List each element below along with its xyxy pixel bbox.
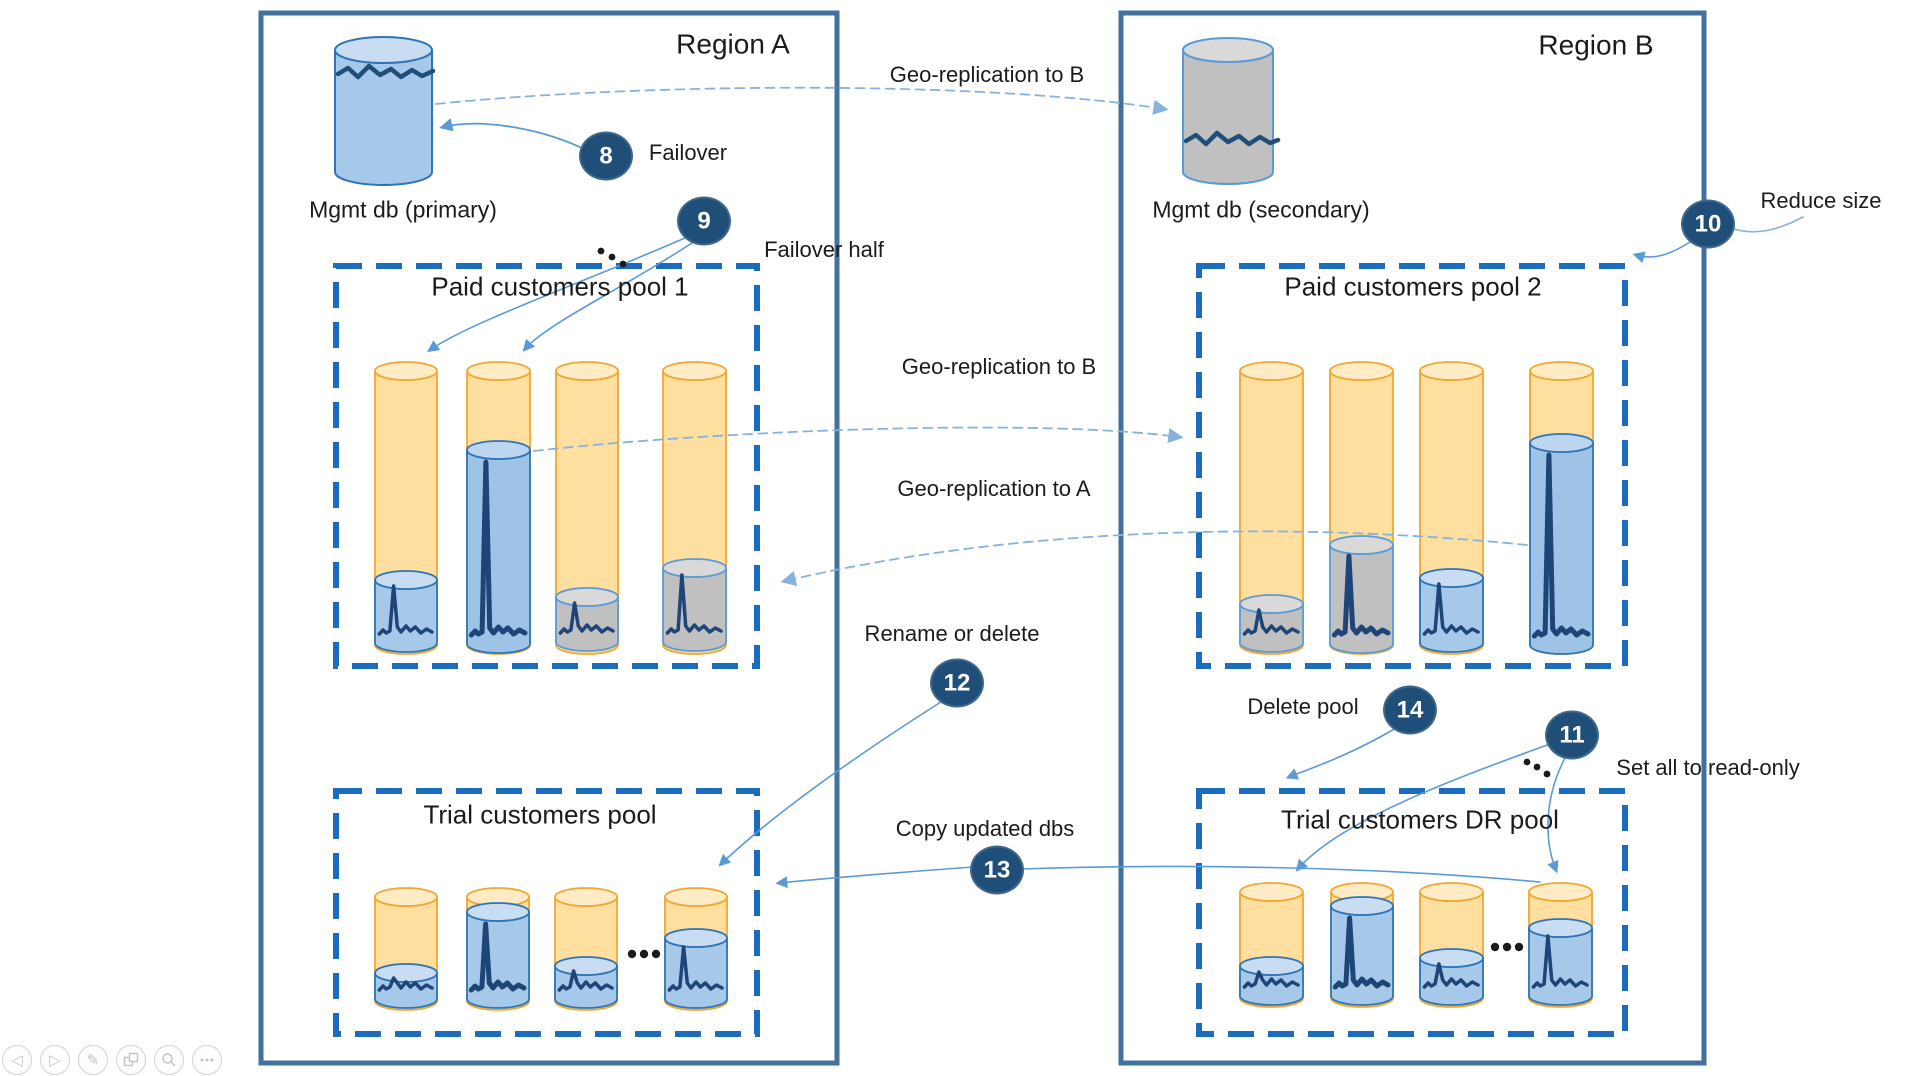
reduce-size-label: Reduce size xyxy=(1760,187,1882,213)
paid-pool-1-box xyxy=(333,263,760,669)
mgmt-db-primary-label: Mgmt db (primary) xyxy=(309,196,497,223)
rename-or-delete-label: Rename or delete xyxy=(864,620,1040,646)
trial-dr-db-2 xyxy=(1330,882,1394,1008)
paid-pool-1-title: Paid customers pool 1 xyxy=(431,271,689,302)
step-9-badge: 9 xyxy=(677,196,731,246)
pen-tools-button[interactable]: ✎ xyxy=(78,1045,108,1075)
previous-slide-icon: ◁ xyxy=(11,1052,23,1069)
zoom-slide-button[interactable] xyxy=(154,1045,184,1075)
more-options-icon xyxy=(200,1058,214,1062)
previous-slide-button[interactable]: ◁ xyxy=(2,1045,32,1075)
geo-replication-to-b-top-arrow xyxy=(435,86,1169,115)
trial-dr-db-4 xyxy=(1528,882,1593,1008)
paid-pool-2-box xyxy=(1196,263,1628,669)
reduce-size-swoosh xyxy=(1730,216,1804,233)
set-read-only-arrow-1 xyxy=(1295,743,1551,872)
trial-db-3 xyxy=(554,887,618,1011)
step-13-badge: 13 xyxy=(970,845,1024,895)
failover-label: Failover xyxy=(648,139,728,165)
database-cylinders xyxy=(334,36,1594,1011)
copy-updated-dbs-arrow-left xyxy=(775,866,974,889)
failover-arrow xyxy=(439,118,585,150)
ellipsis-diagonal-step9 xyxy=(597,247,627,268)
mgmt-secondary-usage-line xyxy=(1183,130,1281,147)
next-slide-button[interactable]: ▷ xyxy=(40,1045,70,1075)
trial-db-4 xyxy=(664,887,728,1011)
rename-or-delete-arrow xyxy=(718,699,945,867)
trial-dr-db-1 xyxy=(1239,882,1304,1008)
pool2-db-2 xyxy=(1329,361,1394,655)
more-options-button[interactable] xyxy=(192,1045,222,1075)
ellipsis-diagonal-step11 xyxy=(1523,758,1551,778)
copy-updated-dbs-line-right xyxy=(1020,865,1541,883)
pool1-db-4 xyxy=(662,361,727,655)
geo-replication-to-a-arrow xyxy=(780,530,1528,586)
step-8-badge: 8 xyxy=(579,131,633,181)
pen-icon: ✎ xyxy=(86,1052,100,1069)
mgmt-primary-usage-line xyxy=(335,63,436,80)
trial-dr-pool-title: Trial customers DR pool xyxy=(1281,804,1559,835)
ellipsis-dots xyxy=(597,247,1551,959)
mgmt-db-secondary-label: Mgmt db (secondary) xyxy=(1152,196,1370,223)
next-slide-icon: ▷ xyxy=(49,1052,61,1069)
geo-replication-mid-label: Geo-replication to B xyxy=(901,353,1097,379)
step-10-badge: 10 xyxy=(1681,199,1735,249)
trial-dr-db-3 xyxy=(1419,882,1484,1008)
region-a-box xyxy=(258,10,840,1066)
ellipsis-trial-dr-pool xyxy=(1490,942,1524,952)
geo-replication-top-label: Geo-replication to B xyxy=(889,61,1085,87)
set-read-only-arrow-2 xyxy=(1547,757,1566,874)
step-14-badge: 14 xyxy=(1383,685,1437,735)
step-11-badge: 11 xyxy=(1545,710,1599,760)
presentation-toolbar: ◁ ▷ ✎ xyxy=(2,1045,222,1075)
mgmt-db-primary-cylinder xyxy=(334,36,433,186)
trial-db-2 xyxy=(466,887,530,1011)
pool2-db-1 xyxy=(1239,361,1304,655)
connectors xyxy=(427,86,1804,889)
region-b-box xyxy=(1118,10,1707,1066)
set-all-read-only-label: Set all to read-only xyxy=(1616,754,1800,780)
failover-half-arrow-1 xyxy=(427,236,688,353)
pool1-db-3 xyxy=(555,361,619,655)
trial-pool-title: Trial customers pool xyxy=(423,799,657,830)
delete-pool-arrow xyxy=(1285,727,1397,780)
trial-db-1 xyxy=(374,887,438,1011)
reduce-size-arrow xyxy=(1632,241,1691,264)
failover-half-arrow-2 xyxy=(522,242,693,352)
paid-pool-2-title: Paid customers pool 2 xyxy=(1284,271,1542,302)
step-12-badge: 12 xyxy=(930,658,984,708)
geo-replication-to-b-mid-arrow xyxy=(533,426,1184,452)
see-all-slides-icon xyxy=(123,1052,139,1067)
pool2-db-4 xyxy=(1529,361,1594,655)
ellipsis-trial-pool xyxy=(627,949,661,959)
trial-pool-box xyxy=(333,788,760,1037)
delete-pool-label: Delete pool xyxy=(1247,693,1359,719)
region-b-title: Region B xyxy=(1538,29,1654,61)
failover-half-label: Failover half xyxy=(764,236,884,262)
region-a-title: Region A xyxy=(676,28,790,60)
see-all-slides-button[interactable] xyxy=(116,1045,146,1075)
mgmt-db-secondary-cylinder xyxy=(1182,37,1274,185)
trial-dr-pool-box xyxy=(1196,788,1628,1037)
pool1-db-1 xyxy=(374,361,438,655)
geo-replication-a-label: Geo-replication to A xyxy=(897,475,1091,501)
magnifier-icon xyxy=(162,1053,176,1067)
copy-updated-dbs-label: Copy updated dbs xyxy=(895,815,1075,841)
pool2-db-3 xyxy=(1419,361,1484,655)
pool1-db-2 xyxy=(466,361,531,655)
